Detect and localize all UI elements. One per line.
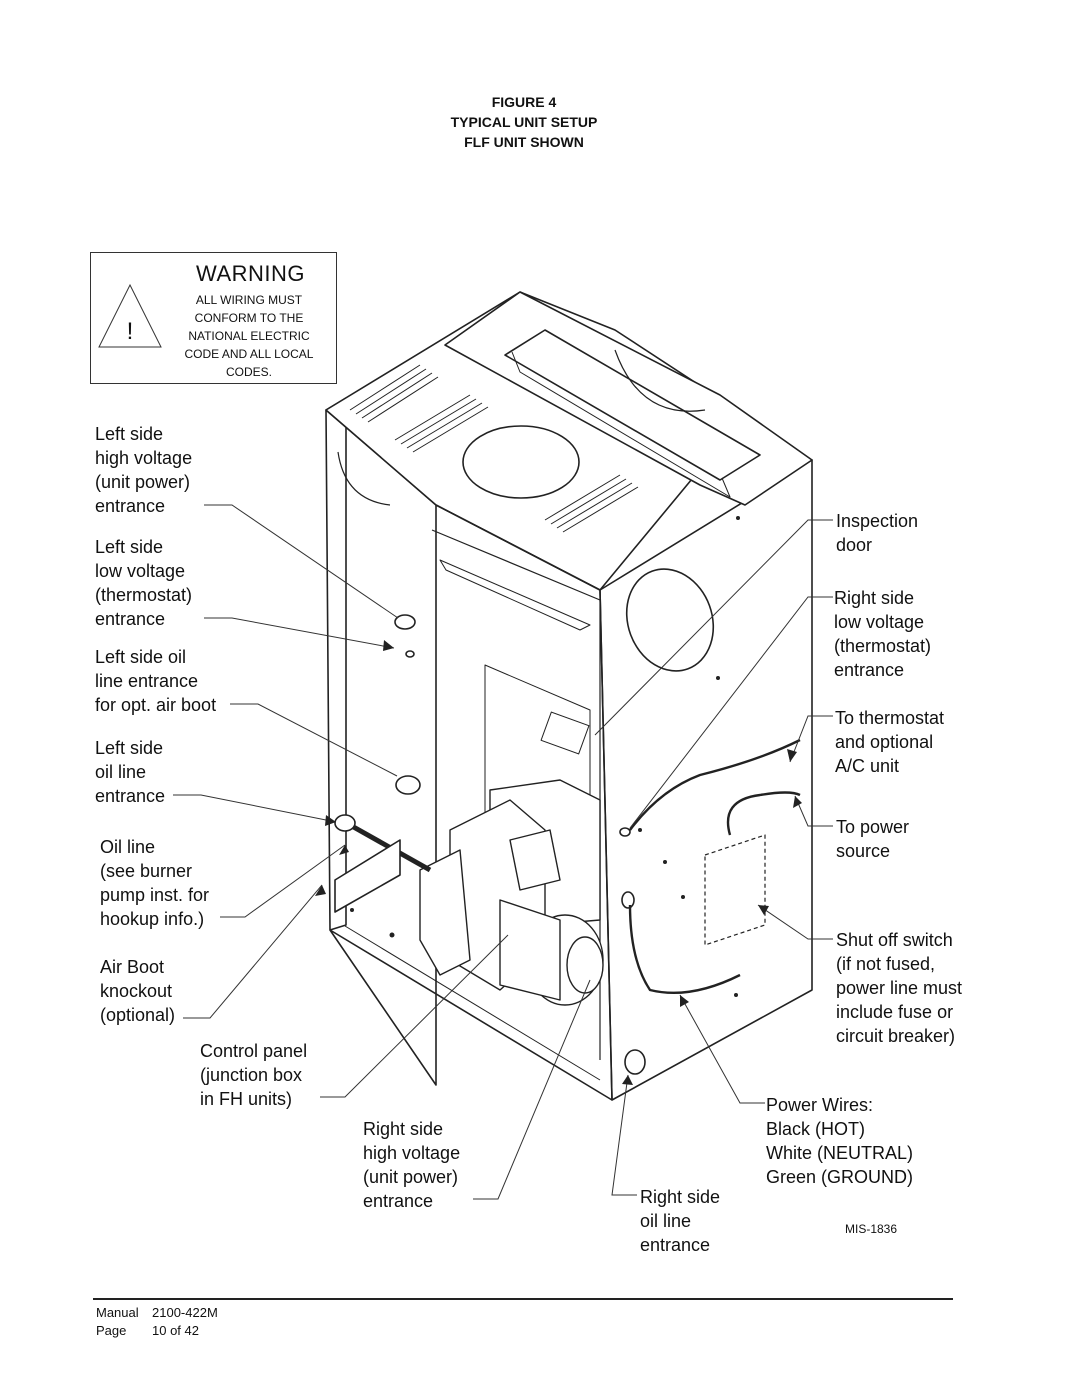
figure-number: FIGURE 4 xyxy=(491,94,557,110)
warning-line: ALL WIRING MUST xyxy=(195,293,303,307)
cabinet-right-side xyxy=(599,459,813,1101)
left-lv-entrance-hole xyxy=(405,650,415,658)
drawing-id: MIS-1836 xyxy=(845,1222,898,1236)
page-number: 10 of 42 xyxy=(152,1323,199,1338)
cabinet-bottom-edge xyxy=(329,929,613,1101)
figure-subtitle: FLF UNIT SHOWN xyxy=(464,134,584,150)
label-shutoff-switch: Shut off switch(if not fused,power line … xyxy=(836,930,963,1046)
air-boot-knockout xyxy=(334,839,401,913)
leader-lines xyxy=(173,504,833,1200)
control-panel-box xyxy=(540,711,590,755)
warning-line: CODES. xyxy=(225,365,272,379)
label-power-wires: Power Wires:Black (HOT)White (NEUTRAL)Gr… xyxy=(766,1095,914,1187)
warning-line: NATIONAL ELECTRIC xyxy=(188,329,310,343)
page-footer: Manual 2100-422M Page 10 of 42 xyxy=(96,1304,218,1340)
top-vents xyxy=(349,364,639,533)
power-supply-wire xyxy=(726,791,801,836)
right-side-opening xyxy=(625,568,715,672)
thermostat-wire xyxy=(629,738,801,831)
shutoff-switch-box xyxy=(704,834,766,946)
top-access-cover xyxy=(444,291,813,506)
warning-symbol: ! xyxy=(127,318,134,345)
warning-title: WARNING xyxy=(196,261,306,286)
right-hv-entrance-hole xyxy=(621,891,635,909)
manual-label: Manual xyxy=(96,1305,139,1320)
left-oil-boot-entrance-hole xyxy=(395,775,421,795)
warning-text: ALL WIRING MUST CONFORM TO THE NATIONAL … xyxy=(165,291,333,381)
footer-rule xyxy=(93,1298,953,1300)
top-flue-opening xyxy=(462,425,580,499)
warning-box: ! WARNING ALL WIRING MUST CONFORM TO THE… xyxy=(90,252,337,384)
warning-line: CODE AND ALL LOCAL xyxy=(184,347,314,361)
burner-assembly xyxy=(419,779,604,1006)
left-hv-entrance-hole xyxy=(394,614,416,630)
leader-arrowheads xyxy=(315,640,802,1085)
manual-number: 2100-422M xyxy=(152,1305,218,1320)
right-oil-entrance-hole xyxy=(624,1049,646,1075)
right-lv-entrance-hole xyxy=(619,827,631,837)
page-label: Page xyxy=(96,1323,127,1338)
warning-line: CONFORM TO THE xyxy=(194,311,304,325)
warning-triangle-icon: ! xyxy=(98,283,162,348)
figure-title: TYPICAL UNIT SETUP xyxy=(450,114,598,130)
power-wires xyxy=(628,904,741,995)
left-oil-entrance-hole xyxy=(334,814,356,832)
